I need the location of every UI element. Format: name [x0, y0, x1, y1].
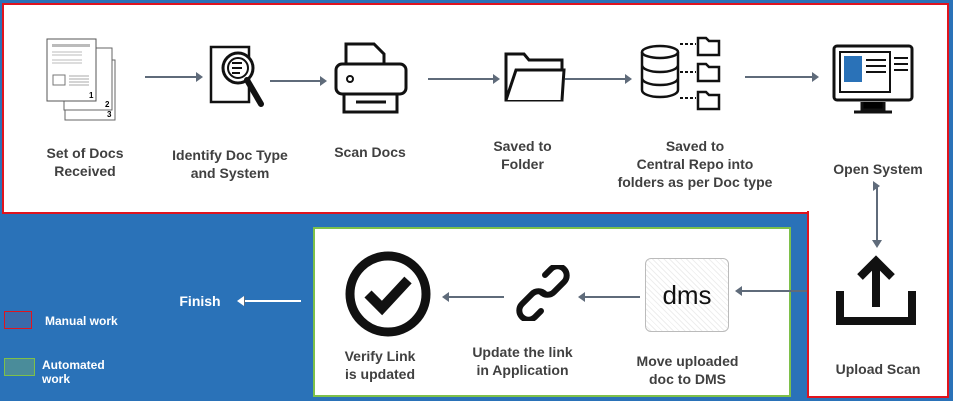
- svg-text:2: 2: [105, 100, 110, 109]
- svg-text:3: 3: [107, 110, 112, 119]
- arrow-left: [578, 292, 640, 302]
- manual-region-join: [809, 208, 947, 216]
- step-move-dms: Move uploaded doc to DMS: [636, 353, 739, 387]
- database-folders-icon: [640, 36, 721, 111]
- printer-icon: [334, 42, 408, 114]
- documents-stack-icon: 3 2 1: [46, 38, 116, 121]
- legend-swatch-automated: [4, 358, 35, 376]
- legend-label-manual: Manual work: [45, 314, 118, 328]
- link-chain-icon: [516, 265, 570, 321]
- step-saved-folder: Saved to Folder: [493, 138, 552, 172]
- arrow-right: [270, 76, 327, 86]
- arrow-head-finish: [237, 296, 244, 306]
- arrow-down: [873, 181, 880, 243]
- document-magnifier-icon: [209, 45, 264, 107]
- checkmark-circle-icon: [345, 251, 431, 337]
- arrow-right: [145, 72, 203, 82]
- legend-label-automated: Automated work: [42, 358, 105, 386]
- step-verify-link: Verify Link is updated: [344, 348, 416, 382]
- step-open-system: Open System: [833, 161, 923, 177]
- svg-text:1: 1: [89, 91, 94, 100]
- arrow-down-head: [872, 240, 882, 248]
- step-set-of-docs: Set of Docs Received: [46, 145, 124, 179]
- dms-icon: dms: [645, 258, 729, 332]
- arrow-right: [745, 72, 819, 82]
- arrow-right: [565, 74, 632, 84]
- step-saved-repo: Saved to Central Repo into folders as pe…: [617, 138, 773, 190]
- arrow-left: [442, 292, 504, 302]
- step-update-link: Update the link in Application: [472, 344, 573, 378]
- step-identify: Identify Doc Type and System: [172, 147, 288, 181]
- arrow-left: [735, 286, 807, 296]
- upload-icon: [836, 255, 916, 325]
- folder-icon: [504, 52, 566, 102]
- step-upload-scan: Upload Scan: [835, 361, 921, 377]
- step-finish: Finish: [179, 293, 221, 309]
- computer-monitor-icon: [832, 44, 914, 114]
- arrow-right: [428, 74, 500, 84]
- legend-swatch-manual: [4, 311, 32, 329]
- step-scan: Scan Docs: [334, 144, 406, 160]
- manual-work-region-top: [2, 3, 949, 214]
- arrow-left-finish: [238, 296, 301, 306]
